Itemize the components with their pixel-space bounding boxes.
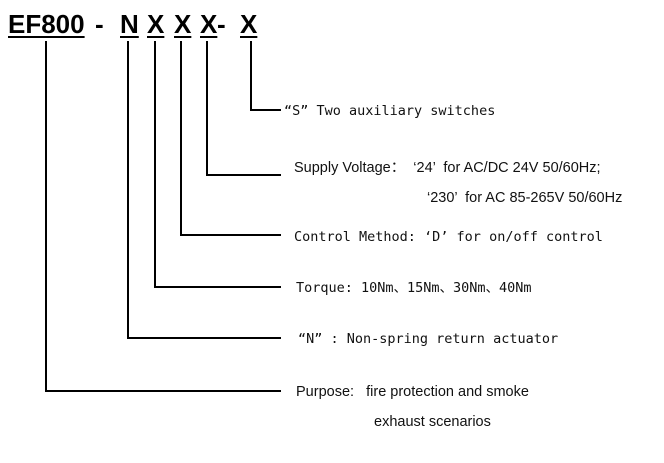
- connector-torque: [154, 41, 281, 288]
- label-purpose-line-2: exhaust scenarios: [374, 414, 491, 430]
- label-control-method: Control Method: ‘D’ for on/off control: [294, 229, 603, 245]
- code-dash-2: -: [217, 9, 226, 39]
- label-torque: Torque: 10Nm、15Nm、30Nm、40Nm: [296, 280, 532, 296]
- code-torque: X: [147, 9, 165, 39]
- code-switches: X: [240, 9, 258, 39]
- connector-return-type: [127, 41, 281, 339]
- label-voltage-line-2: ‘230’ for AC 85-265V 50/60Hz: [427, 190, 623, 206]
- code-dash-1: -: [95, 9, 104, 39]
- connector-control-method: [180, 41, 281, 236]
- label-switches: “S” Two auxiliary switches: [284, 103, 496, 119]
- code-return-type: N: [120, 9, 139, 39]
- connector-voltage: [206, 41, 281, 176]
- code-control-method: X: [174, 9, 192, 39]
- connector-switches: [250, 41, 281, 111]
- label-purpose-line-1: Purpose: fire protection and smoke: [296, 384, 529, 400]
- connector-purpose: [45, 41, 281, 392]
- code-voltage: X: [200, 9, 218, 39]
- label-return-type: “N” : Non-spring return actuator: [298, 331, 559, 347]
- code-prefix: EF800: [8, 9, 85, 39]
- label-voltage-line-1: Supply Voltage： ‘24’ for AC/DC 24V 50/60…: [294, 160, 601, 176]
